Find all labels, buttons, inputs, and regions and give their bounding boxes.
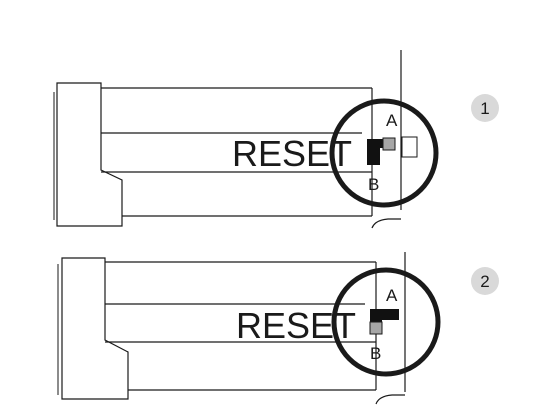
enclosure-edge [371, 50, 402, 229]
step-2-number: 2 [480, 272, 489, 291]
reset-switch-position-a[interactable] [369, 309, 399, 335]
position-b-label: B [370, 344, 381, 363]
highlight-circle [329, 98, 439, 208]
device-body [53, 82, 373, 227]
step-2-panel: RESET A B 2 [57, 252, 499, 405]
step-2-badge: 2 [471, 267, 499, 295]
step-1-badge: 1 [471, 94, 499, 122]
position-b-label: B [368, 175, 379, 194]
step-1-panel: RESET A B 1 [53, 50, 499, 229]
position-a-label: A [386, 111, 398, 130]
step-1-number: 1 [480, 99, 489, 118]
highlight-circle [331, 267, 441, 377]
reset-switch-position-b[interactable] [367, 136, 418, 165]
position-a-label: A [386, 286, 398, 305]
